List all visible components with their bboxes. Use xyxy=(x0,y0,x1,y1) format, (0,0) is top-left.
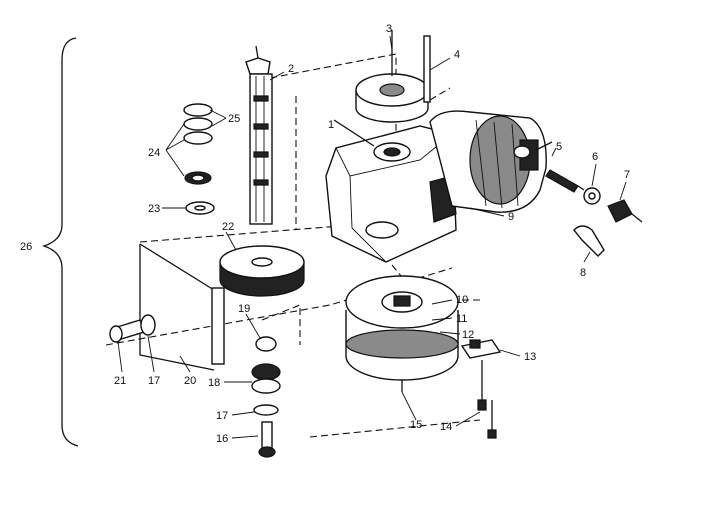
leader-lines xyxy=(117,35,627,439)
magnet-ring xyxy=(355,30,429,123)
switch-bracket xyxy=(460,339,502,439)
washer-stack xyxy=(183,103,215,215)
callout-12: 12 xyxy=(462,329,474,341)
callout-10: 10 xyxy=(456,294,468,306)
callout-25: 25 xyxy=(228,113,240,125)
callout-1: 1 xyxy=(328,119,334,131)
drive-shaft xyxy=(245,45,273,225)
callout-9: 9 xyxy=(508,211,514,223)
bracket-label-26: 26 xyxy=(20,241,32,253)
pin-rod xyxy=(423,35,431,103)
callout-20: 20 xyxy=(184,375,196,387)
callout-8: 8 xyxy=(580,267,586,279)
right-fasteners xyxy=(545,169,643,257)
gear-housing xyxy=(325,119,457,263)
callout-18: 18 xyxy=(208,377,220,389)
callout-14: 14 xyxy=(440,421,452,433)
callout-13: 13 xyxy=(524,351,536,363)
callout-7: 7 xyxy=(624,169,630,181)
callout-17-lower: 17 xyxy=(216,410,228,422)
callout-23: 23 xyxy=(148,203,160,215)
callout-15: 15 xyxy=(410,419,422,431)
callout-17-left: 17 xyxy=(148,375,160,387)
clutch-drum xyxy=(345,275,459,392)
left-bolt xyxy=(109,314,156,343)
callout-5: 5 xyxy=(556,141,562,153)
electric-motor xyxy=(429,110,553,213)
large-gear xyxy=(219,245,305,297)
mounting-bracket-plate xyxy=(139,243,225,371)
callout-3: 3 xyxy=(386,23,392,35)
callout-4: 4 xyxy=(454,49,460,61)
callout-19: 19 xyxy=(238,303,250,315)
callout-21: 21 xyxy=(114,375,126,387)
lower-stack xyxy=(251,336,281,458)
callout-11: 11 xyxy=(456,313,467,325)
callout-2: 2 xyxy=(288,63,294,75)
callout-labels: 1 2 3 4 5 6 7 8 9 10 11 12 13 14 15 16 1… xyxy=(114,23,630,445)
callout-6: 6 xyxy=(592,151,598,163)
callout-16: 16 xyxy=(216,433,228,445)
callout-22: 22 xyxy=(222,221,234,233)
assembly-bracket: 26 xyxy=(20,37,79,447)
callout-24: 24 xyxy=(148,147,160,159)
